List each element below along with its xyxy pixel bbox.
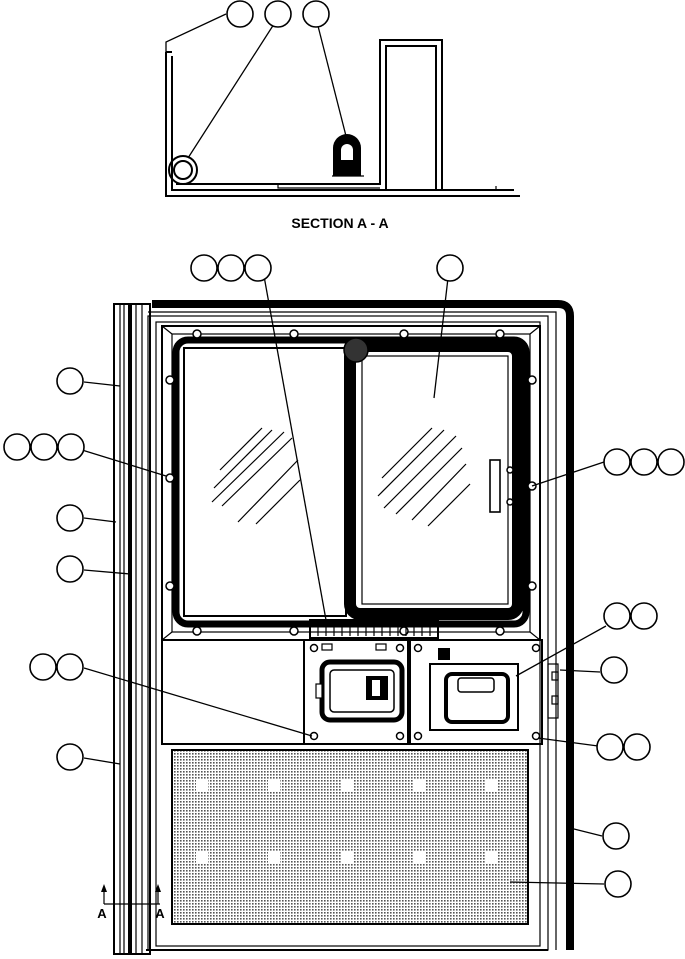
callout-bubbles — [3, 0, 685, 898]
door-latch — [315, 659, 405, 723]
section-cut-marks: A A — [97, 884, 165, 921]
sash-track — [309, 619, 439, 639]
sash-handle — [489, 459, 501, 513]
cut-mark-left: A — [97, 906, 107, 921]
sash-stop-knob — [343, 337, 369, 363]
sliding-sash — [343, 337, 524, 620]
leader-lines — [81, 13, 607, 885]
lower-screen — [171, 749, 529, 925]
door-striker — [547, 663, 559, 719]
window-frame-bolts — [165, 329, 537, 636]
section-title: SECTION A - A — [291, 215, 388, 231]
lower-panel — [161, 639, 543, 745]
hinge-post — [113, 303, 151, 955]
fixed-glass-pane — [183, 347, 347, 617]
door-lock — [429, 648, 519, 731]
cut-mark-right: A — [155, 906, 165, 921]
section-a-a-detail: SECTION A - A — [165, 39, 520, 231]
